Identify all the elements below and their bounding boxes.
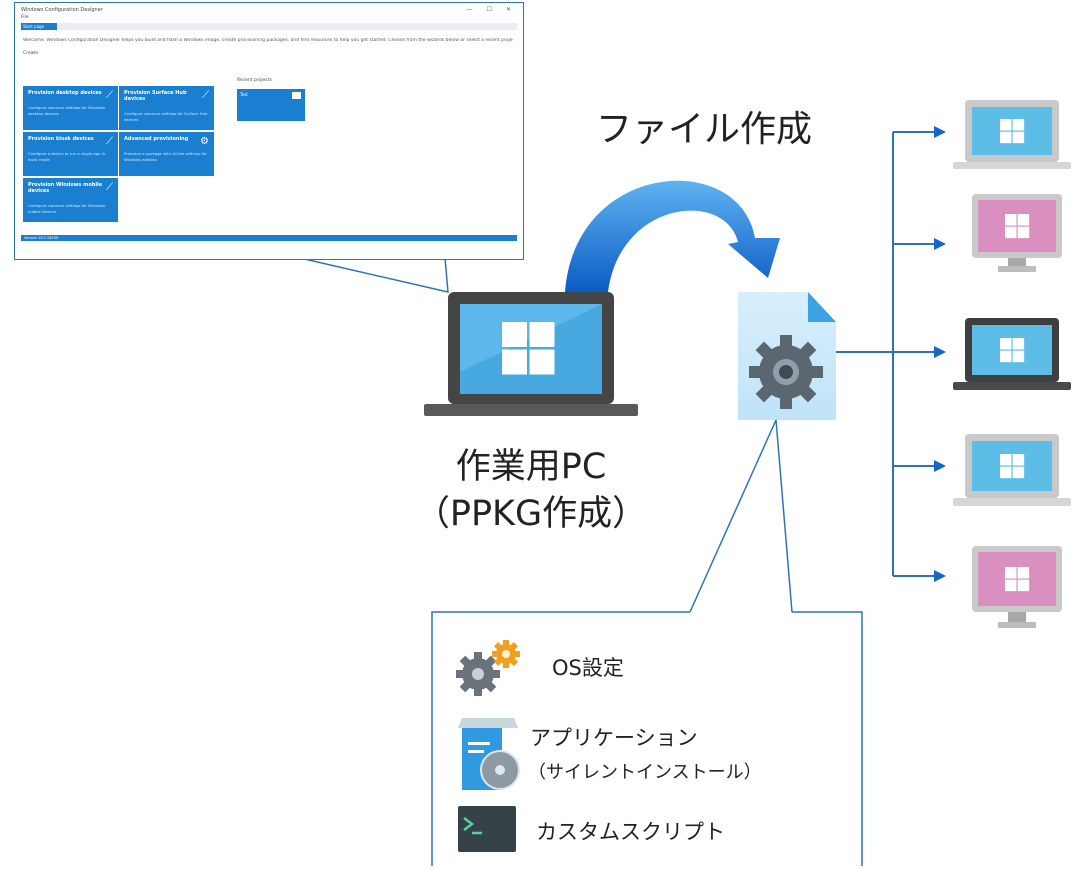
- work-pc-label-line2: （PPKG作成）: [414, 494, 648, 534]
- create-file-label: ファイル作成: [596, 109, 813, 150]
- wand-icon: ⟋: [202, 90, 209, 101]
- tile-desc: Configure a device to run a single app i…: [28, 151, 106, 162]
- arrowheads: [934, 126, 946, 582]
- tile-title: Provision desktop devices: [28, 90, 102, 96]
- tile-kiosk[interactable]: Provision kiosk devices Configure a devi…: [23, 132, 118, 176]
- target-laptop-icon: [953, 434, 1071, 506]
- recent-heading: Recent projects: [237, 78, 272, 83]
- tile-desktop[interactable]: Provision desktop devices Configure comm…: [23, 86, 118, 130]
- gear-icon: [749, 335, 823, 409]
- tile-desc: Configure common settings for Surface Hu…: [124, 111, 208, 122]
- wand-icon: ⟋: [106, 90, 113, 101]
- gears-icon: [456, 640, 520, 696]
- create-file-arrow: [565, 180, 780, 292]
- tile-mobile[interactable]: Provision Windows mobile devices Configu…: [23, 178, 118, 222]
- terminal-icon: [458, 806, 516, 852]
- tile-title: Provision Surface Hub devices: [124, 90, 187, 102]
- intro-text: Welcome. Windows Configuration Designer …: [23, 38, 513, 43]
- wand-icon: ⟋: [106, 136, 113, 147]
- recent-project-tile[interactable]: Test: [237, 89, 305, 121]
- designer-screenshot: Windows Configuration Designer — ☐ ✕ Fil…: [14, 2, 524, 260]
- tab-bar: [21, 23, 517, 30]
- contents-pointer: [689, 419, 777, 613]
- window-title: Windows Configuration Designer: [21, 7, 103, 13]
- create-heading: Create: [23, 51, 38, 56]
- tile-title: Advanced provisioning: [124, 136, 189, 142]
- tile-desc: Provision a package with all the setting…: [124, 151, 207, 162]
- contents-box: [431, 611, 690, 866]
- tile-title: Provision Windows mobile devices: [28, 182, 103, 194]
- menu-file[interactable]: File: [21, 15, 29, 20]
- folder-icon: [292, 92, 301, 99]
- status-bar: Version 10.0.16299: [21, 235, 517, 241]
- tile-advanced[interactable]: Advanced provisioning Provision a packag…: [119, 132, 214, 176]
- app-install-icon: [458, 718, 520, 790]
- contents-item-application-sub: （サイレントインストール）: [528, 762, 762, 783]
- gear-icon: ⚙: [200, 136, 209, 147]
- work-pc-label-line1: 作業用PC: [455, 447, 607, 487]
- contents-item-os-settings: OS設定: [552, 656, 624, 680]
- target-monitor-icon: [972, 546, 1062, 628]
- tile-title: Provision kiosk devices: [28, 136, 94, 142]
- distribution-lines: [836, 131, 935, 577]
- target-laptop-dark-icon: [953, 318, 1071, 390]
- tile-desc: Configure common settings for Windows mo…: [28, 203, 106, 214]
- tab-start-page[interactable]: Start page: [21, 23, 57, 30]
- contents-item-custom-script: カスタムスクリプト: [536, 820, 725, 844]
- recent-project-name: Test: [240, 92, 248, 97]
- tile-surface-hub[interactable]: Provision Surface Hub devices Configure …: [119, 86, 214, 130]
- target-laptop-icon: [953, 100, 1071, 169]
- wand-icon: ⟋: [106, 182, 113, 193]
- contents-item-application: アプリケーション: [530, 726, 698, 750]
- work-pc-label: 作業用PC （PPKG作成）: [396, 444, 666, 538]
- tile-desc: Configure common settings for Windows de…: [28, 105, 106, 116]
- window-controls[interactable]: — ☐ ✕: [466, 6, 517, 13]
- work-pc-laptop-icon: [424, 292, 638, 416]
- ppkg-file-icon: [738, 292, 836, 420]
- target-monitor-icon: [972, 194, 1062, 272]
